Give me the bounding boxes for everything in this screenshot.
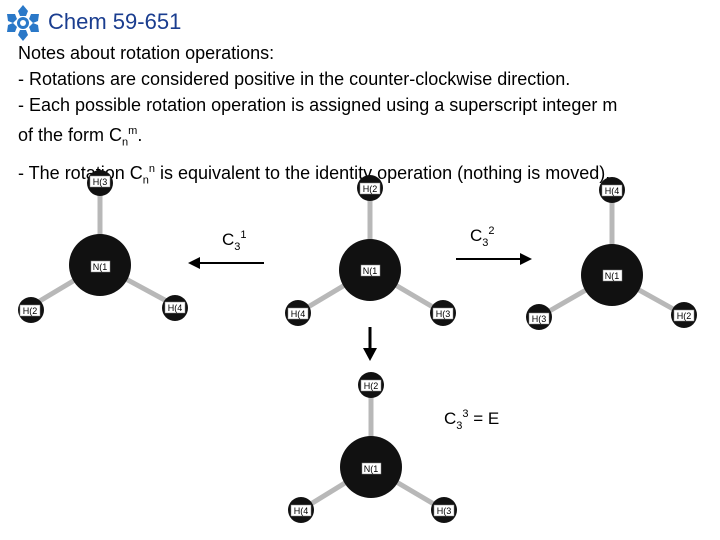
hydrogen-label-top: H(4	[605, 186, 620, 196]
molecule-middle: N(1 H(2 H(4 H(3	[285, 175, 456, 326]
molecule-right: N(1 H(4 H(3 H(2	[526, 177, 697, 330]
notes-line-3: of the form Cnm.	[18, 118, 718, 156]
hydrogen-label-left: H(3	[532, 314, 547, 324]
hydrogen-label-top: H(3	[93, 177, 108, 187]
operation-subscript: 3	[482, 237, 489, 249]
notes-line-4-end: is equivalent to the identity operation …	[154, 162, 611, 183]
operation-base: C	[222, 230, 235, 249]
operation-label-c3-2: C32	[470, 225, 495, 249]
operation-label-c3-3: C33 = E	[444, 408, 500, 432]
operation-subscript: 3	[456, 420, 463, 432]
operation-base: C	[444, 409, 457, 428]
nitrogen-label: N(1	[605, 271, 620, 281]
operation-label-c3-1: C31	[222, 229, 247, 253]
molecule-bottom: N(1 H(2 H(4 H(3	[288, 372, 457, 523]
molecule-left: N(1 H(3 H(2 H(4	[18, 170, 188, 323]
arrow-right-icon	[456, 253, 532, 265]
hydrogen-label-right: H(2	[677, 311, 692, 321]
operation-subscript: 3	[234, 241, 241, 253]
nitrogen-label: N(1	[364, 464, 379, 474]
hydrogen-label-left: H(4	[291, 309, 306, 319]
notes-line-3-end: .	[137, 125, 143, 145]
operation-superscript: 1	[240, 229, 247, 241]
notes-block: Notes about rotation operations: - Rotat…	[18, 40, 718, 193]
hydrogen-label-right: H(4	[168, 303, 183, 313]
hydrogen-label-top: H(2	[363, 184, 378, 194]
arrow-down-icon	[363, 327, 377, 361]
arrow-left-icon	[188, 257, 264, 269]
notes-line-4-subscript: n	[142, 174, 149, 187]
notes-line-1: - Rotations are considered positive in t…	[18, 69, 571, 89]
nitrogen-label: N(1	[363, 266, 378, 276]
hydrogen-label-left: H(4	[294, 506, 309, 516]
nitrogen-label: N(1	[93, 262, 108, 272]
snowflake-logo-icon	[7, 5, 39, 41]
notes-line-4-superscript: n	[148, 162, 155, 175]
hydrogen-label-left: H(2	[23, 306, 38, 316]
hydrogen-label-right: H(3	[437, 506, 452, 516]
notes-line-3-superscript: m	[128, 125, 138, 137]
identity-suffix: = E	[468, 409, 500, 428]
notes-line-3-subscript: n	[122, 136, 129, 149]
hydrogen-label-top: H(2	[364, 381, 379, 391]
notes-line-3-text: of the form C	[18, 125, 123, 145]
operation-base: C	[470, 226, 483, 245]
notes-heading: Notes about rotation operations:	[18, 43, 275, 63]
operation-superscript: 2	[488, 225, 495, 237]
course-title: Chem 59-651	[48, 9, 182, 34]
notes-line-2: - Each possible rotation operation is as…	[18, 95, 618, 115]
hydrogen-label-right: H(3	[436, 309, 451, 319]
operation-superscript: 3	[462, 408, 469, 420]
